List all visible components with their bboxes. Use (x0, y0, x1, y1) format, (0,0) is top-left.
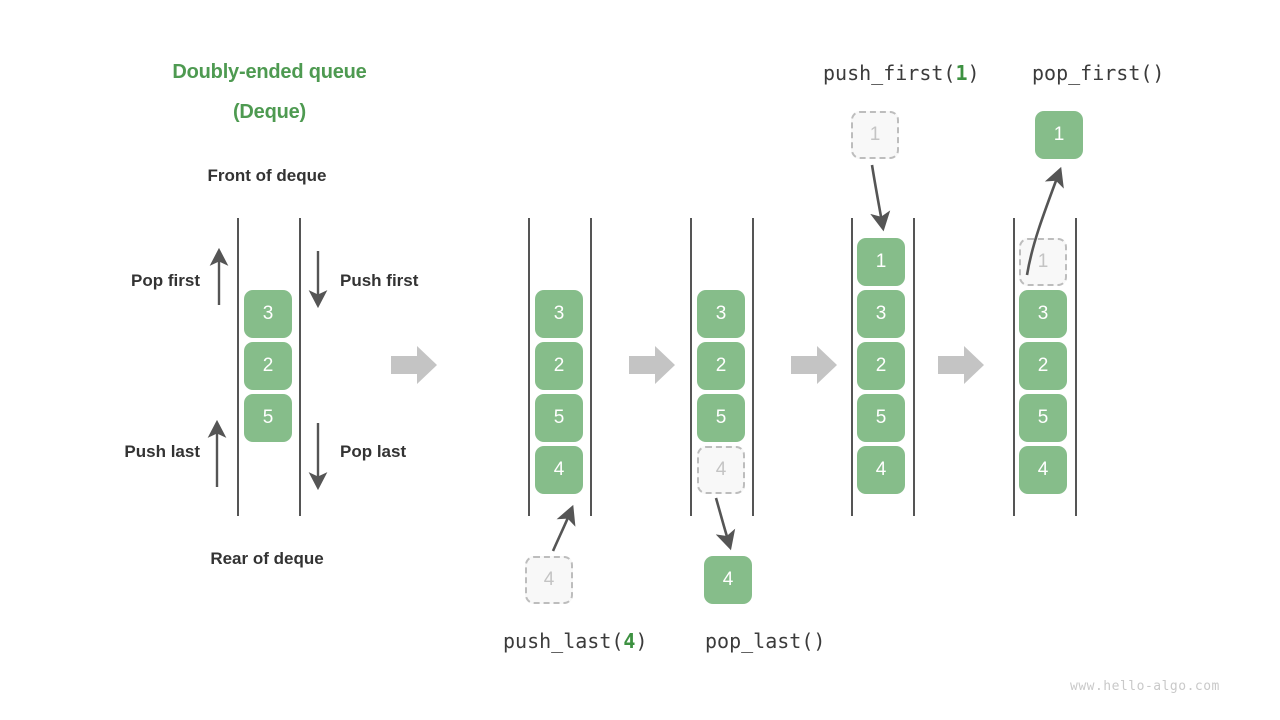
column-2-rail-right (590, 218, 592, 516)
column-2-node-0: 3 (535, 290, 583, 338)
step-arrow-4-icon (938, 344, 984, 386)
column-2-node-2: 5 (535, 394, 583, 442)
column-3-node-0: 3 (697, 290, 745, 338)
rear-of-deque-label: Rear of deque (210, 549, 324, 568)
column-5-node-3: 5 (1019, 394, 1067, 442)
column-4-node-2: 2 (857, 342, 905, 390)
watermark: www.hello-algo.com (1070, 679, 1220, 694)
column-1-rail-left (237, 218, 239, 516)
front-of-deque-label: Front of deque (207, 166, 327, 185)
push-last-value: 4 (623, 629, 636, 653)
column-3-node-3-ghost: 4 (697, 446, 745, 494)
column-5-node-2: 2 (1019, 342, 1067, 390)
push-first-label: Push first (340, 271, 419, 290)
column-4-node-3: 5 (857, 394, 905, 442)
pop-first-label: Pop first (131, 271, 200, 290)
column-5-node-4: 4 (1019, 446, 1067, 494)
column-2-node-1: 2 (535, 342, 583, 390)
push-last-operation-label: push_last(4) (503, 629, 648, 653)
column-5-node-1: 3 (1019, 290, 1067, 338)
column-2-rail-left (528, 218, 530, 516)
pop-first-operation-label: pop_first() (1032, 61, 1165, 85)
column-2-floating-node-ghost: 4 (525, 556, 573, 604)
column-3-node-2: 5 (697, 394, 745, 442)
step-arrow-3-icon (791, 344, 837, 386)
push-first-value: 1 (955, 61, 968, 85)
push-last-label: Push last (124, 442, 200, 461)
column-4-node-4: 4 (857, 446, 905, 494)
push-last-suffix: ) (635, 629, 648, 653)
step-arrow-1-icon (391, 344, 437, 386)
column-4-rail-right (913, 218, 915, 516)
pop-last-label: Pop last (340, 442, 407, 461)
column-3-node-1: 2 (697, 342, 745, 390)
column-5-rail-left (1013, 218, 1015, 516)
push-last-insert-arrow-icon (551, 504, 576, 552)
push-first-insert-arrow-icon (870, 164, 891, 232)
column-1-node-0: 3 (244, 290, 292, 338)
column-3-rail-right (752, 218, 754, 516)
push-first-prefix: push_first( (823, 61, 956, 85)
pop-last-operation-label: pop_last() (705, 629, 826, 653)
column-1-node-2: 5 (244, 394, 292, 442)
column-1-rail-right (299, 218, 301, 516)
column-4-node-0: 1 (857, 238, 905, 286)
diagram-title-line2: (Deque) (232, 101, 307, 123)
column-1-node-1: 2 (244, 342, 292, 390)
column-5-floating-node: 1 (1035, 111, 1083, 159)
diagram-title-line1: Doubly-ended queue (172, 61, 367, 83)
column-5-rail-right (1075, 218, 1077, 516)
push-last-prefix: push_last( (503, 629, 624, 653)
push-first-suffix: ) (967, 61, 980, 85)
step-arrow-2-icon (629, 344, 675, 386)
push-first-operation-label: push_first(1) (823, 61, 980, 85)
column-5-node-0-ghost: 1 (1019, 238, 1067, 286)
column-3-rail-left (690, 218, 692, 516)
column-2-node-3: 4 (535, 446, 583, 494)
column-4-floating-node-ghost: 1 (851, 111, 899, 159)
pop-last-remove-arrow-icon (714, 497, 736, 551)
column-4-node-1: 3 (857, 290, 905, 338)
column-3-floating-node: 4 (704, 556, 752, 604)
column-4-rail-left (851, 218, 853, 516)
